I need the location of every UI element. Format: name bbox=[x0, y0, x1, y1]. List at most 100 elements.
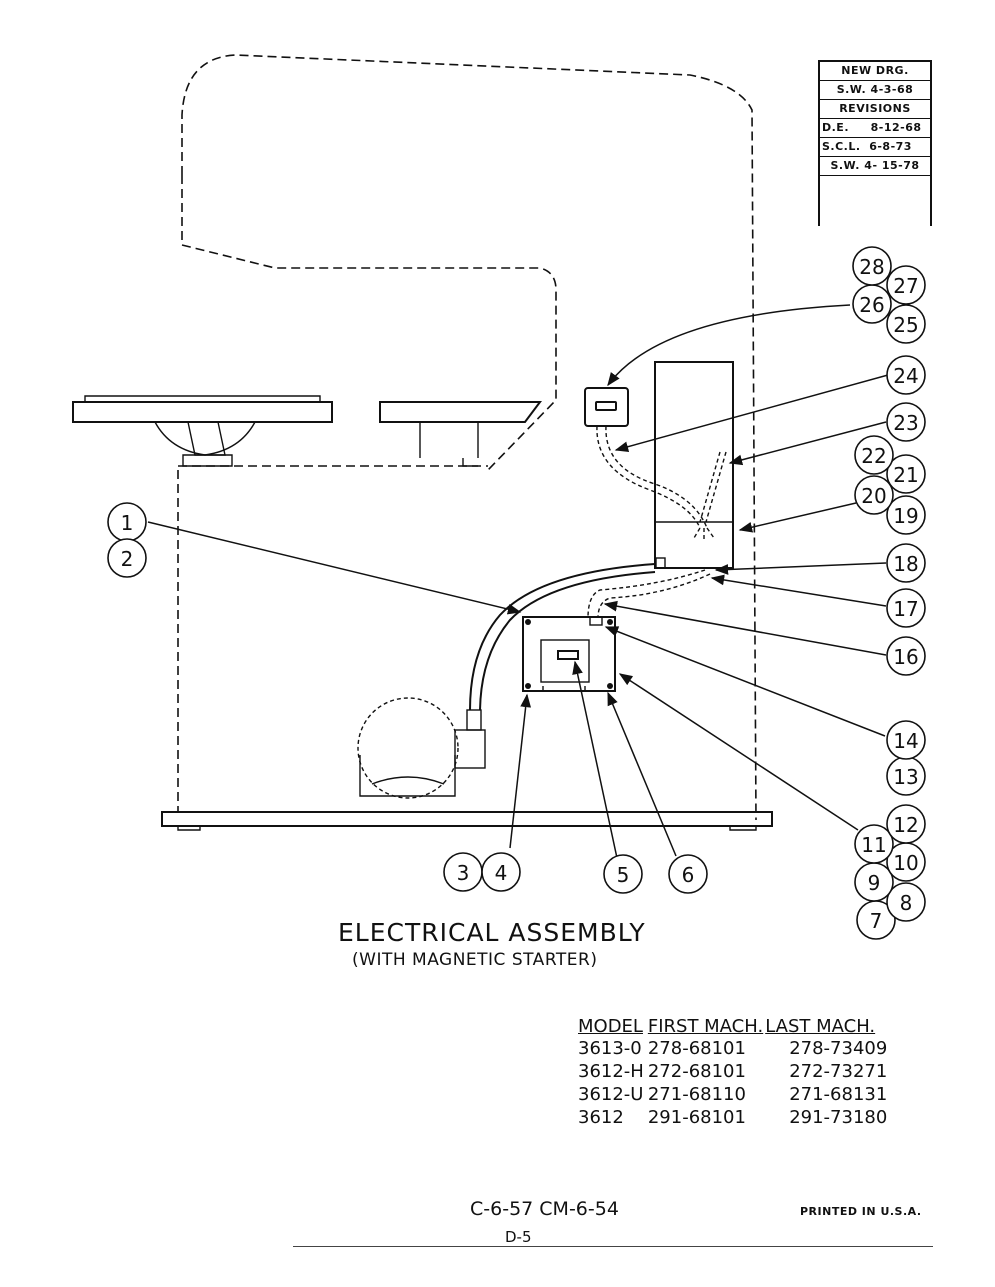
drawing-title: ELECTRICAL ASSEMBLY bbox=[338, 918, 646, 947]
callout-12: 12 bbox=[886, 804, 926, 844]
callout-4: 4 bbox=[481, 852, 521, 892]
drawing-subtitle: (WITH MAGNETIC STARTER) bbox=[352, 950, 598, 970]
magnetic-starter-box bbox=[522, 616, 616, 692]
model-cell: 3613-0 bbox=[578, 1038, 642, 1059]
table-row: 3612 291-68101 291-73180 bbox=[578, 1106, 891, 1129]
svg-text:5: 5 bbox=[617, 863, 630, 887]
svg-text:22: 22 bbox=[861, 444, 886, 468]
callout-3: 3 bbox=[443, 852, 483, 892]
drawing-numbers: C-6-57 CM-6-54 bbox=[470, 1198, 619, 1220]
last-mach-cell: 278-73409 bbox=[789, 1038, 888, 1059]
last-mach-cell: 272-73271 bbox=[789, 1061, 888, 1082]
callout-11: 11 bbox=[854, 824, 894, 864]
callout-13: 13 bbox=[886, 756, 926, 796]
leader-lines bbox=[147, 304, 889, 859]
callout-19: 19 bbox=[886, 495, 926, 535]
callout-28: 28 bbox=[852, 246, 892, 286]
svg-text:7: 7 bbox=[870, 909, 883, 933]
motor bbox=[357, 697, 486, 799]
callout-25: 25 bbox=[886, 304, 926, 344]
callout-10: 10 bbox=[886, 842, 926, 882]
table-row: 3612-H 272-68101 272-73271 bbox=[578, 1060, 891, 1083]
last-mach-cell: 291-73180 bbox=[789, 1107, 888, 1128]
svg-text:20: 20 bbox=[861, 484, 886, 508]
svg-text:19: 19 bbox=[893, 504, 918, 528]
revisions-header: REVISIONS bbox=[820, 100, 930, 119]
callout-9: 9 bbox=[854, 862, 894, 902]
callout-16: 16 bbox=[886, 636, 926, 676]
callout-22: 22 bbox=[854, 435, 894, 475]
svg-text:14: 14 bbox=[893, 729, 918, 753]
switch-box bbox=[584, 387, 629, 427]
column-header: FIRST MACH. bbox=[647, 1016, 764, 1037]
new-drawing-by: S.W. 4-3-68 bbox=[820, 81, 930, 100]
callout-2: 2 bbox=[107, 538, 147, 578]
revision-entry: S.C.L. 6-8-73 bbox=[820, 138, 930, 157]
svg-text:12: 12 bbox=[893, 813, 918, 837]
callout-7: 7 bbox=[856, 900, 896, 940]
svg-text:13: 13 bbox=[893, 765, 918, 789]
model-cell: 3612-H bbox=[578, 1061, 644, 1082]
svg-text:10: 10 bbox=[893, 851, 918, 875]
column-header: LAST MACH. bbox=[765, 1016, 876, 1037]
machine-base bbox=[161, 465, 773, 831]
callout-6: 6 bbox=[668, 854, 708, 894]
revision-block: NEW DRG. S.W. 4-3-68 REVISIONS D.E. 8-12… bbox=[818, 60, 932, 226]
svg-text:1: 1 bbox=[121, 511, 134, 535]
work-table-right bbox=[379, 401, 542, 467]
svg-text:17: 17 bbox=[893, 597, 918, 621]
callout-20: 20 bbox=[854, 475, 894, 515]
svg-text:3: 3 bbox=[457, 861, 470, 885]
callout-24: 24 bbox=[886, 355, 926, 395]
callout-26: 26 bbox=[852, 284, 892, 324]
callout-21: 21 bbox=[886, 454, 926, 494]
svg-text:8: 8 bbox=[900, 891, 913, 915]
svg-text:26: 26 bbox=[859, 293, 884, 317]
svg-text:25: 25 bbox=[893, 313, 918, 337]
callout-5: 5 bbox=[603, 854, 643, 894]
wiring bbox=[587, 425, 727, 619]
svg-text:2: 2 bbox=[121, 547, 134, 571]
svg-text:21: 21 bbox=[893, 463, 918, 487]
machine-frame-upper bbox=[181, 54, 757, 821]
callout-8: 8 bbox=[886, 882, 926, 922]
callout-27: 27 bbox=[886, 265, 926, 305]
revision-blank bbox=[820, 176, 930, 226]
callout-1: 1 bbox=[107, 502, 147, 542]
first-mach-cell: 271-68110 bbox=[647, 1084, 746, 1105]
svg-text:18: 18 bbox=[893, 552, 918, 576]
printed-in-label: PRINTED IN U.S.A. bbox=[800, 1205, 922, 1218]
model-cell: 3612-U bbox=[578, 1084, 644, 1105]
table-header-row: MODEL FIRST MACH. LAST MACH. bbox=[578, 1016, 891, 1037]
last-mach-cell: 271-68131 bbox=[789, 1084, 888, 1105]
revision-entry: S.W. 4- 15-78 bbox=[820, 157, 930, 176]
callout-14: 14 bbox=[886, 720, 926, 760]
page-number: D-5 bbox=[505, 1228, 532, 1246]
flexible-conduit bbox=[469, 563, 656, 711]
table-row: 3613-0 278-68101 278-73409 bbox=[578, 1037, 891, 1060]
first-mach-cell: 291-68101 bbox=[647, 1107, 746, 1128]
serial-number-table: MODEL FIRST MACH. LAST MACH. 3613-0 278-… bbox=[578, 1016, 891, 1129]
svg-text:27: 27 bbox=[893, 274, 918, 298]
svg-text:24: 24 bbox=[893, 364, 918, 388]
first-mach-cell: 278-68101 bbox=[647, 1038, 746, 1059]
column-header: MODEL bbox=[578, 1016, 643, 1037]
svg-text:9: 9 bbox=[868, 871, 881, 895]
table-row: 3612-U 271-68110 271-68131 bbox=[578, 1083, 891, 1106]
electrical-housing bbox=[654, 361, 734, 569]
work-table-left bbox=[72, 395, 333, 467]
svg-text:23: 23 bbox=[893, 411, 918, 435]
svg-text:6: 6 bbox=[682, 863, 695, 887]
callout-17: 17 bbox=[886, 588, 926, 628]
footer-rule bbox=[293, 1246, 933, 1247]
first-mach-cell: 272-68101 bbox=[647, 1061, 746, 1082]
revision-entry: D.E. 8-12-68 bbox=[820, 119, 930, 138]
model-cell: 3612 bbox=[578, 1107, 624, 1128]
svg-text:4: 4 bbox=[495, 861, 508, 885]
svg-text:28: 28 bbox=[859, 255, 884, 279]
svg-text:16: 16 bbox=[893, 645, 918, 669]
svg-text:11: 11 bbox=[861, 833, 886, 857]
callout-18: 18 bbox=[886, 543, 926, 583]
callout-23: 23 bbox=[886, 402, 926, 442]
